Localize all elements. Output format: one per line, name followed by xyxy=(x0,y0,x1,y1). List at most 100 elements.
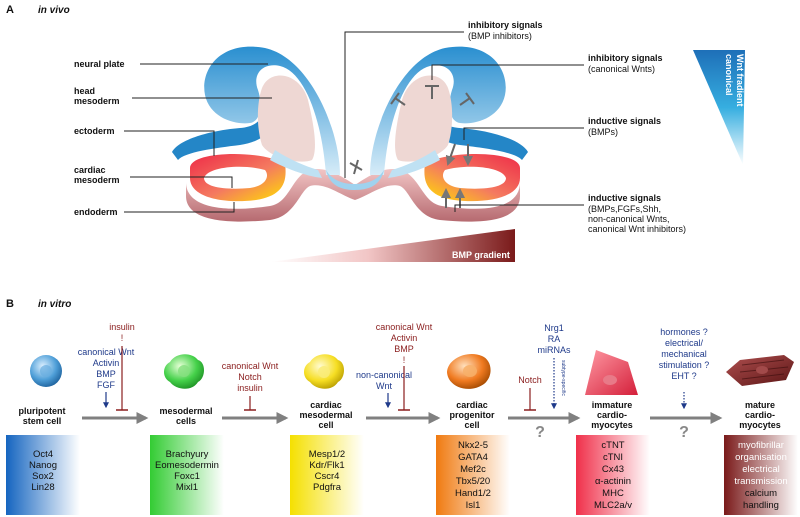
s4-vertical-label: subtype-specific xyxy=(560,360,566,396)
label-induct-multi-2: non-canonical Wnts, xyxy=(588,214,670,224)
marker-s5-2: Cx43 xyxy=(602,464,624,475)
wnt-gradient-label-2: Wnt fradient xyxy=(735,54,745,107)
signals-step-2: canonical Wnt Notch insulin xyxy=(222,361,279,411)
marker-s2-1: Eomesodermin xyxy=(155,460,219,471)
marker-s4-2: Mef2c xyxy=(460,464,486,475)
stage-names: pluripotent stem cell mesodermal cells c… xyxy=(19,400,781,430)
marker-s4-1: GATA4 xyxy=(458,452,488,463)
marker-s6-0: myofibrillar xyxy=(738,440,784,451)
embryo-diagram xyxy=(172,46,528,222)
s2-inhibit-1: canonical Wnt xyxy=(222,361,279,371)
stage-6-name-2: cardio- xyxy=(745,410,775,420)
marker-s2-3: Mixl1 xyxy=(176,482,198,493)
s5-induce-2: electrical/ xyxy=(665,338,704,348)
s3-inhibit-3: BMP xyxy=(394,344,414,354)
question-mark-1: ? xyxy=(535,424,545,441)
head-mesoderm-right xyxy=(395,75,453,162)
panel-b-title: in vitro xyxy=(38,299,71,310)
marker-s6-5: handling xyxy=(743,500,779,511)
marker-s1-2: Sox2 xyxy=(32,471,54,482)
marker-box-immature xyxy=(576,435,650,515)
s3-inhibit-4: ! xyxy=(403,355,406,365)
signals-step-3: canonical Wnt Activin BMP ! non-canonica… xyxy=(356,322,433,411)
stage-3-name-1: cardiac xyxy=(310,400,342,410)
marker-s5-4: MHC xyxy=(602,488,624,499)
immature-cardiomyocyte-icon xyxy=(585,350,638,395)
stage-2-name-2: cells xyxy=(176,416,196,426)
bmp-gradient: BMP gradient xyxy=(270,229,515,262)
marker-box-mature xyxy=(724,435,798,515)
s1-induce-1: canonical Wnt xyxy=(78,347,135,357)
label-head-mesoderm: mesoderm xyxy=(74,96,120,106)
neural-plate-left xyxy=(204,46,340,176)
marker-s6-3: transmission xyxy=(734,476,787,487)
marker-s1-0: Oct4 xyxy=(33,449,53,460)
stage-4-name-1: cardiac xyxy=(456,400,488,410)
marker-s5-1: cTNI xyxy=(603,452,623,463)
marker-s1-1: Nanog xyxy=(29,460,57,471)
marker-s3-1: Kdr/Flk1 xyxy=(309,460,344,471)
s1-induce-2: Activin xyxy=(93,358,120,368)
label-endoderm: endoderm xyxy=(74,207,118,217)
marker-box-cardiac-progenitor xyxy=(436,435,510,515)
label-inhib-wnt-sub: (canonical Wnts) xyxy=(588,64,655,74)
marker-s6-1: organisation xyxy=(735,452,787,463)
s5-induce-5: EHT ? xyxy=(671,371,696,381)
neural-plate-right xyxy=(370,46,506,176)
stage-1-name-1: pluripotent xyxy=(19,406,66,416)
panel-b-letter: B xyxy=(6,298,14,310)
marker-boxes: Oct4 Nanog Sox2 Lin28 Brachyury Eomesode… xyxy=(6,435,798,515)
stage-4-name-3: cell xyxy=(464,420,479,430)
marker-s5-5: MLC2a/v xyxy=(594,500,632,511)
s3-induce-2: Wnt xyxy=(376,381,393,391)
marker-s6-4: calcium xyxy=(745,488,777,499)
marker-s4-4: Hand1/2 xyxy=(455,488,491,499)
marker-s3-0: Mesp1/2 xyxy=(309,449,345,460)
s1-inhibit-2: ! xyxy=(121,333,124,343)
signals-step-1: insulin ! canonical Wnt Activin BMP FGF xyxy=(78,322,135,411)
s2-inhibit-3: insulin xyxy=(237,383,263,393)
s1-induce-4: FGF xyxy=(97,380,115,390)
s3-inhibit-1: canonical Wnt xyxy=(376,322,433,332)
marker-box-mesodermal xyxy=(150,435,224,515)
label-inhib-wnt-title: inhibitory signals xyxy=(588,53,663,63)
stage-5-name-3: myocytes xyxy=(591,420,633,430)
panel-a-right-labels: inhibitory signals (canonical Wnts) indu… xyxy=(431,53,686,234)
stage-1-name-2: stem cell xyxy=(23,416,62,426)
s4-inhibit-1: Notch xyxy=(518,375,542,385)
inhibition-bars-wnt xyxy=(349,85,475,175)
marker-s5-3: α-actinin xyxy=(595,476,631,487)
bmp-gradient-label: BMP gradient xyxy=(452,250,510,260)
s1-induce-3: BMP xyxy=(96,369,116,379)
cardiac-mesoderm-right xyxy=(424,153,520,202)
ectoderm-right xyxy=(425,112,528,160)
label-cardiac: cardiac xyxy=(74,165,106,175)
panel-a-letter: A xyxy=(6,4,14,16)
marker-s4-5: Isl1 xyxy=(466,500,481,511)
stage-6-name-1: mature xyxy=(745,400,775,410)
s5-induce-3: mechanical xyxy=(661,349,707,359)
s5-induce-1: hormones ? xyxy=(660,327,708,337)
panel-a-left-labels: neural plate head mesoderm ectoderm card… xyxy=(74,59,272,217)
cell-illustrations xyxy=(30,350,794,395)
marker-box-cardiac-mesodermal xyxy=(290,435,364,515)
marker-box-pluripotent xyxy=(6,435,80,515)
s1-inhibit-1: insulin xyxy=(109,322,135,332)
marker-s2-0: Brachyury xyxy=(166,449,209,460)
label-inhib-bmp-sub: (BMP inhibitors) xyxy=(468,31,532,41)
s4-induce-2: RA xyxy=(548,334,561,344)
wnt-gradient-label-1: canonical xyxy=(724,54,734,96)
label-cardiac-mesoderm: mesoderm xyxy=(74,175,120,185)
label-induct-bmp-title: inductive signals xyxy=(588,116,661,126)
question-mark-2: ? xyxy=(679,424,689,441)
endoderm-layer xyxy=(186,169,520,222)
head-mesoderm-left xyxy=(257,75,315,162)
marker-s4-3: Tbx5/20 xyxy=(456,476,490,487)
stage-3-name-3: cell xyxy=(318,420,333,430)
marker-s4-0: Nkx2-5 xyxy=(458,440,488,451)
signals-step-5: hormones ? electrical/ mechanical stimul… xyxy=(659,327,710,441)
label-induct-multi-3: canonical Wnt inhibitors) xyxy=(588,224,686,234)
label-head: head xyxy=(74,86,95,96)
panel-a-title: in vivo xyxy=(38,5,70,16)
